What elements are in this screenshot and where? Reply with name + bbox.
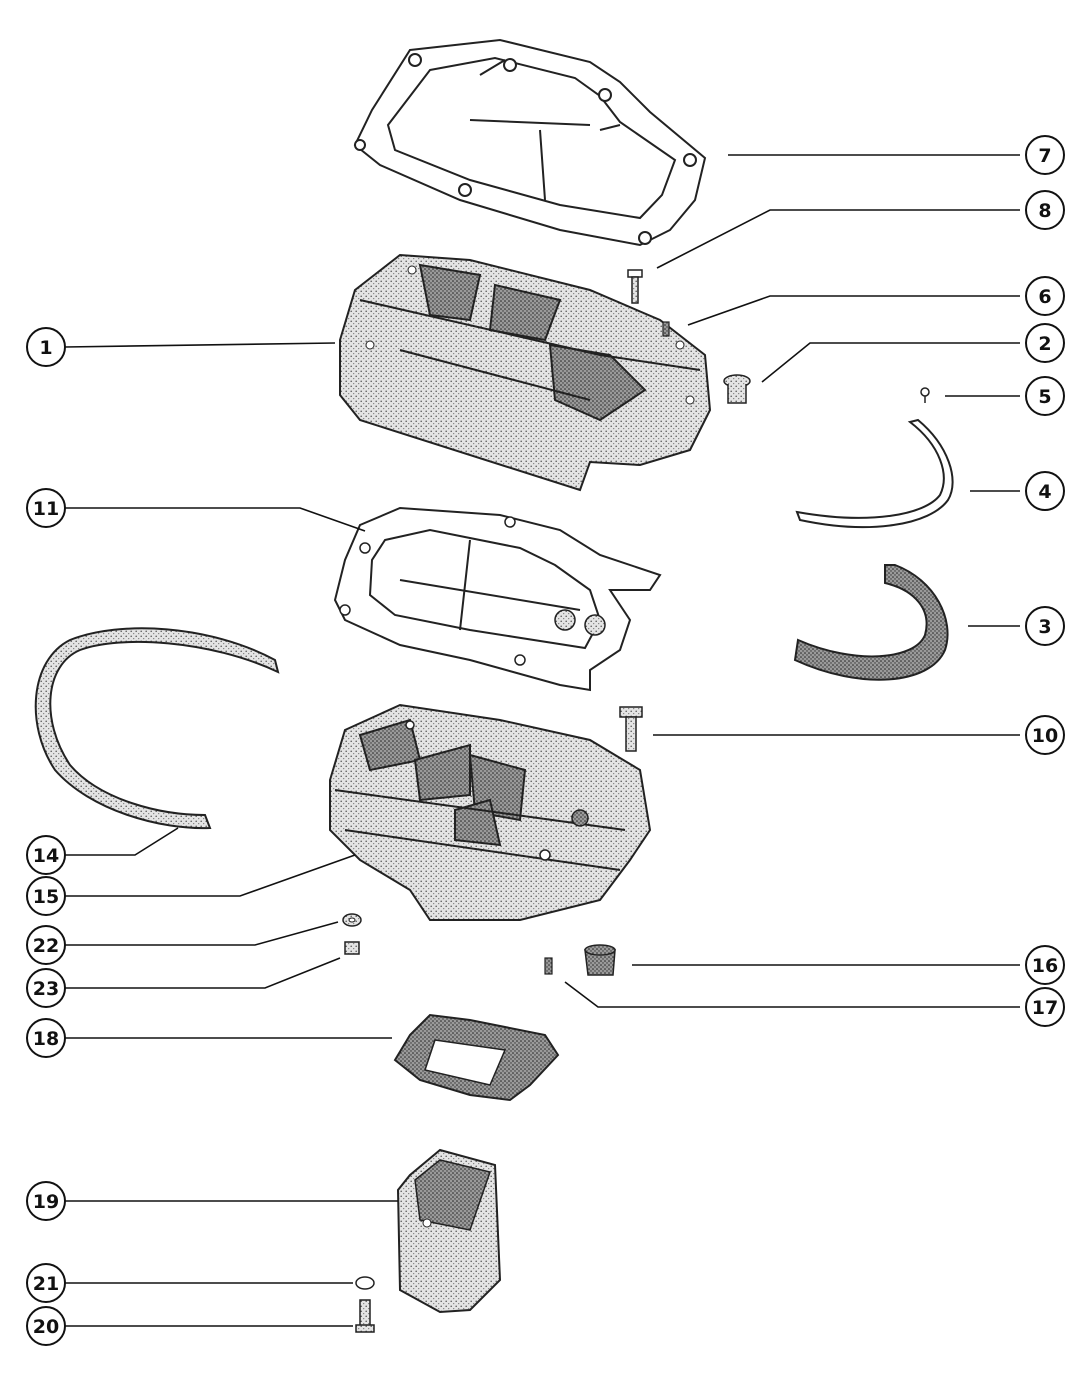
callout-21: 21 bbox=[26, 1263, 66, 1303]
leader-lines bbox=[64, 154, 1020, 1327]
part-6-pin bbox=[662, 321, 670, 337]
callout-5-label: 5 bbox=[1038, 386, 1051, 408]
callout-16-label: 16 bbox=[1032, 955, 1058, 977]
part-5-small-screw bbox=[920, 387, 930, 403]
part-7-top-gasket bbox=[353, 38, 707, 247]
part-17-pin bbox=[544, 957, 553, 975]
part-18-plate-gasket bbox=[393, 1013, 560, 1102]
callout-16: 16 bbox=[1025, 945, 1065, 985]
callout-4-label: 4 bbox=[1038, 481, 1051, 503]
part-22-washer bbox=[342, 913, 362, 927]
callout-11-label: 11 bbox=[33, 498, 59, 520]
callout-14: 14 bbox=[26, 835, 66, 875]
part-11-middle-gasket bbox=[333, 506, 662, 692]
part-2-plug bbox=[723, 374, 751, 404]
part-19-tube bbox=[396, 1148, 502, 1314]
callout-21-label: 21 bbox=[33, 1273, 59, 1295]
callout-2: 2 bbox=[1025, 323, 1065, 363]
callout-15: 15 bbox=[26, 876, 66, 916]
callout-5: 5 bbox=[1025, 376, 1065, 416]
callout-1: 1 bbox=[26, 327, 66, 367]
callout-18: 18 bbox=[26, 1018, 66, 1058]
callout-20: 20 bbox=[26, 1306, 66, 1346]
part-8-screw bbox=[627, 269, 643, 304]
part-3-curved-seal bbox=[793, 564, 949, 681]
part-14-long-strip bbox=[34, 627, 280, 830]
callout-19: 19 bbox=[26, 1181, 66, 1221]
part-15-lower-housing bbox=[329, 703, 652, 921]
callout-10-label: 10 bbox=[1032, 725, 1058, 747]
callout-3-label: 3 bbox=[1038, 616, 1051, 638]
callout-11: 11 bbox=[26, 488, 66, 528]
callout-23-label: 23 bbox=[33, 978, 59, 1000]
callout-6-label: 6 bbox=[1038, 286, 1051, 308]
callout-10: 10 bbox=[1025, 715, 1065, 755]
callout-1-label: 1 bbox=[39, 337, 52, 359]
callout-8-label: 8 bbox=[1038, 200, 1051, 222]
callout-4: 4 bbox=[1025, 471, 1065, 511]
part-4-seal-strip bbox=[795, 418, 954, 529]
callout-2-label: 2 bbox=[1038, 333, 1051, 355]
callout-22-label: 22 bbox=[33, 935, 59, 957]
callout-19-label: 19 bbox=[33, 1191, 59, 1213]
part-1-upper-housing bbox=[339, 253, 712, 492]
part-10-bolt bbox=[619, 706, 643, 752]
callout-7: 7 bbox=[1025, 135, 1065, 175]
part-23-nut bbox=[344, 941, 360, 955]
callout-14-label: 14 bbox=[33, 845, 59, 867]
callout-18-label: 18 bbox=[33, 1028, 59, 1050]
callout-17-label: 17 bbox=[1032, 997, 1058, 1019]
callout-6: 6 bbox=[1025, 276, 1065, 316]
callout-20-label: 20 bbox=[33, 1316, 59, 1338]
callout-22: 22 bbox=[26, 925, 66, 965]
part-20-bolt bbox=[355, 1299, 375, 1333]
callout-15-label: 15 bbox=[33, 886, 59, 908]
callout-17: 17 bbox=[1025, 987, 1065, 1027]
callout-3: 3 bbox=[1025, 606, 1065, 646]
callout-8: 8 bbox=[1025, 190, 1065, 230]
part-21-washer bbox=[355, 1276, 375, 1290]
callout-23: 23 bbox=[26, 968, 66, 1008]
part-16-bushing bbox=[584, 944, 616, 976]
callout-7-label: 7 bbox=[1038, 145, 1051, 167]
